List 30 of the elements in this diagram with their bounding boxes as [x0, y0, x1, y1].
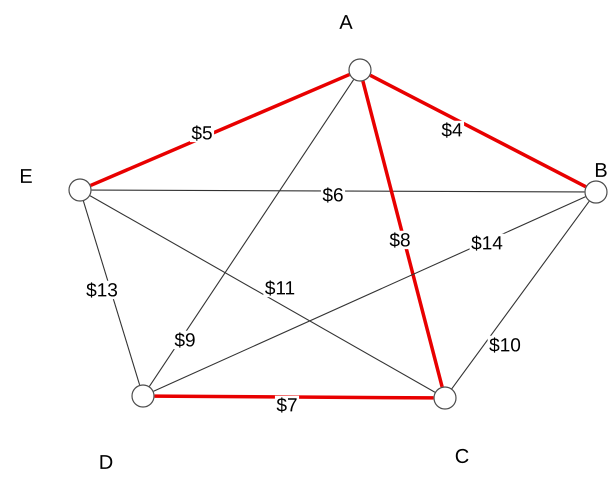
edge-label: $9 — [172, 330, 198, 350]
connection-line — [153, 196, 586, 392]
connection-line — [92, 190, 584, 192]
vertex-circle — [131, 384, 155, 408]
vertex-circle — [68, 178, 92, 202]
edge-label: $10 — [488, 336, 522, 354]
edge-label: $14 — [470, 234, 504, 252]
connection-line — [90, 72, 350, 188]
edge-label: $7 — [274, 396, 300, 414]
edge-label: $4 — [440, 120, 464, 140]
vertex-label: E — [20, 169, 32, 183]
edge-label: $5 — [190, 124, 214, 142]
edge-label: $11 — [263, 278, 297, 298]
vertex-circle — [433, 386, 457, 410]
edge-label: $8 — [388, 230, 412, 250]
connection-line — [90, 195, 436, 393]
edge-label: $13 — [84, 280, 120, 300]
vertex-label: B — [596, 163, 607, 177]
connection-line — [361, 80, 444, 388]
connection-line — [148, 79, 354, 387]
connection-line — [82, 200, 140, 386]
vertex-circle — [584, 180, 608, 204]
vertex-label: A — [339, 15, 353, 29]
vertex-label: C — [456, 448, 468, 464]
edge-label: $6 — [320, 186, 346, 204]
connection-line — [451, 201, 590, 389]
connection-line — [154, 394, 434, 400]
connection-line — [370, 74, 586, 188]
vertex-label: D — [100, 455, 112, 469]
vertex-circle — [348, 58, 372, 82]
